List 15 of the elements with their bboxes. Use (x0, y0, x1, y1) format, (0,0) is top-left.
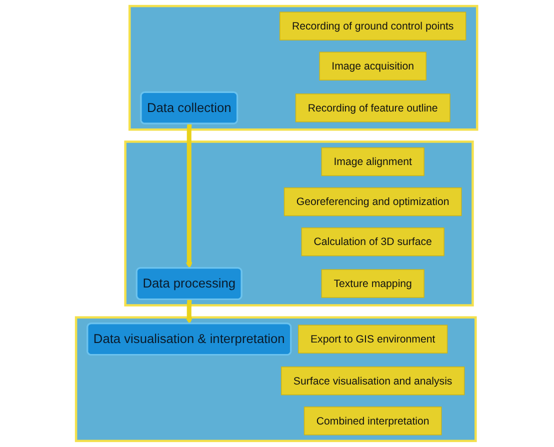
node-box: Export to GIS environment (298, 324, 448, 354)
node-box: Calculation of 3D surface (302, 227, 445, 256)
node-box: Georeferencing and optimization (284, 187, 462, 216)
node-box: Image acquisition (320, 52, 427, 80)
node-box: Surface visualisation and analysis (281, 366, 466, 396)
node-box: Combined interpretation (304, 406, 442, 436)
cluster (75, 316, 478, 442)
cluster (128, 4, 479, 131)
node-box: Recording of feature outline (296, 94, 451, 122)
node-box: Texture mapping (322, 269, 425, 298)
arrow (186, 122, 193, 269)
arrow (186, 298, 193, 324)
node-box: Recording of ground control points (280, 12, 467, 40)
cluster (124, 140, 474, 306)
node-box: Image alignment (322, 147, 425, 176)
